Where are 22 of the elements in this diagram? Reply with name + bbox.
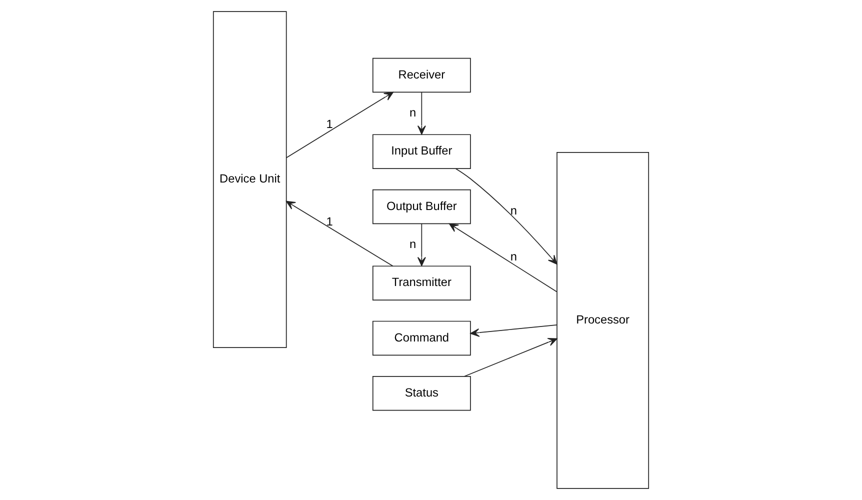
edge-label: n	[510, 204, 518, 218]
arrow	[286, 200, 394, 266]
edge-label: n	[510, 249, 518, 264]
node-box: Status	[372, 376, 471, 411]
node-box: Device Unit	[212, 11, 287, 348]
node-box: Processor	[556, 152, 650, 489]
edge-label: 1	[326, 117, 333, 132]
node-box: Receiver	[372, 58, 471, 93]
node-box: Output Buffer	[372, 189, 471, 224]
arrow	[448, 223, 558, 292]
arrow	[417, 223, 426, 266]
arrow	[417, 92, 426, 135]
arrow	[286, 92, 394, 158]
arrow	[464, 338, 558, 377]
arrow	[470, 324, 558, 337]
node-box: Transmitter	[372, 266, 471, 300]
node-box: Command	[372, 320, 471, 356]
node-box: Input Buffer	[372, 134, 471, 169]
edge-label: n	[409, 106, 416, 120]
arrow	[455, 168, 558, 265]
edge-label: 1	[326, 214, 333, 229]
edge-label: n	[409, 237, 416, 252]
